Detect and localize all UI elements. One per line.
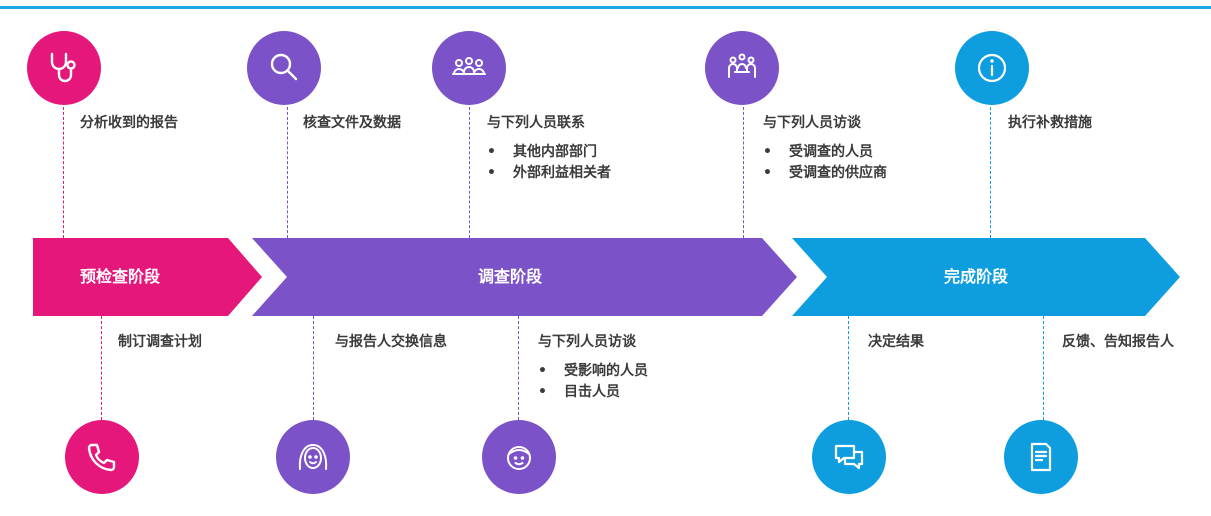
stage-label-investigation: 调查阶段 xyxy=(478,267,543,286)
connector-line xyxy=(743,107,744,238)
connector-line xyxy=(313,316,314,420)
info-icon xyxy=(955,31,1029,105)
list-item: 外部利益相关者 xyxy=(487,163,611,184)
bullet-list-interview-subjects: 受调查的人员 受调查的供应商 xyxy=(763,142,887,184)
step-label-verify-docs: 核查文件及数据 xyxy=(303,115,401,131)
top-accent-line xyxy=(0,6,1211,9)
connector-line xyxy=(848,316,849,420)
list-item: 受调查的人员 xyxy=(763,142,887,163)
chat-icon xyxy=(812,420,886,494)
man-face-icon xyxy=(482,420,556,494)
magnifier-icon xyxy=(247,31,321,105)
connector-line xyxy=(101,316,102,420)
list-item: 受调查的供应商 xyxy=(763,163,887,184)
woman-face-icon xyxy=(276,420,350,494)
step-label-contact: 与下列人员联系 xyxy=(487,115,585,131)
connector-line xyxy=(63,107,64,238)
stage-arrow-investigation xyxy=(252,238,797,316)
list-item: 受影响的人员 xyxy=(538,361,648,382)
list-item: 目击人员 xyxy=(538,382,648,403)
connector-line xyxy=(518,316,519,420)
stethoscope-icon xyxy=(27,31,101,105)
stage-label-precheck: 预检查阶段 xyxy=(80,267,161,286)
step-label-remediation: 执行补救措施 xyxy=(1008,115,1092,131)
connector-line xyxy=(287,107,288,238)
connector-line xyxy=(469,107,470,238)
phone-icon xyxy=(65,420,139,494)
list-item: 其他内部部门 xyxy=(487,142,611,163)
meeting-icon xyxy=(705,31,779,105)
stage-arrow-completion xyxy=(792,238,1180,316)
step-label-interview-subjects: 与下列人员访谈 xyxy=(763,115,861,131)
step-label-decide-result: 决定结果 xyxy=(868,334,924,350)
stage-label-completion: 完成阶段 xyxy=(944,267,1009,286)
group-icon xyxy=(432,31,506,105)
connector-line xyxy=(1043,316,1044,420)
step-label-interview-witnesses: 与下列人员访谈 xyxy=(538,334,636,350)
step-label-exchange-info: 与报告人交换信息 xyxy=(335,334,447,350)
step-label-feedback: 反馈、告知报告人 xyxy=(1062,334,1174,350)
stage-arrow-precheck xyxy=(33,238,262,316)
step-label-analyze-report: 分析收到的报告 xyxy=(80,115,178,131)
bullet-list-interview-witnesses: 受影响的人员 目击人员 xyxy=(538,361,648,403)
bullet-list-contact: 其他内部部门 外部利益相关者 xyxy=(487,142,611,184)
connector-line xyxy=(990,107,991,238)
step-label-plan: 制订调查计划 xyxy=(118,334,202,350)
document-icon xyxy=(1004,420,1078,494)
